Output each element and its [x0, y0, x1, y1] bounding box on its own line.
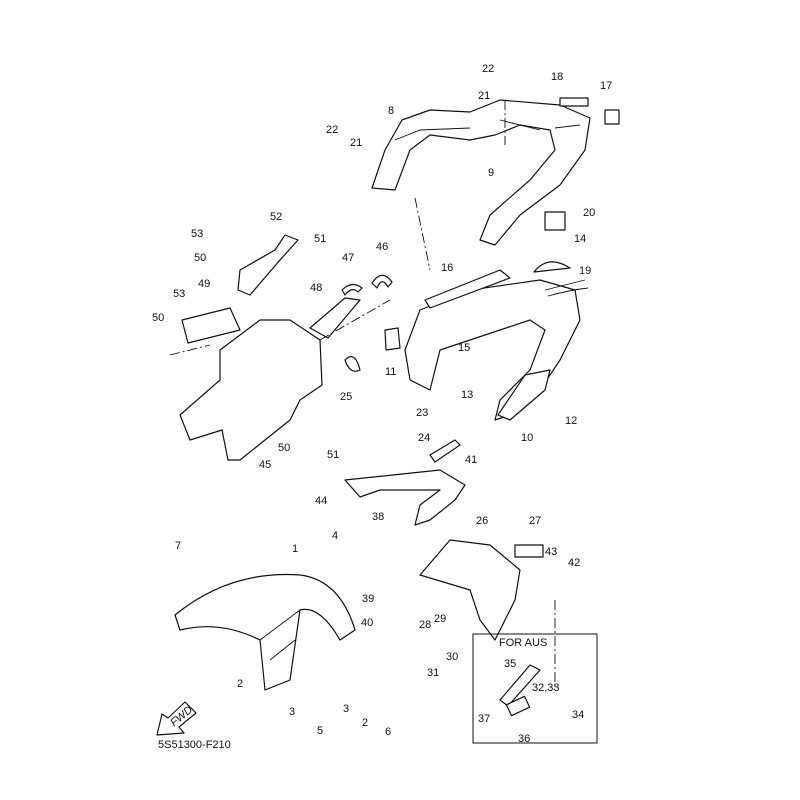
stay-part [344, 439, 466, 526]
rear-fender-bracket-part [179, 234, 393, 461]
callout-label: 6 [385, 726, 391, 738]
callout-label: 40 [361, 617, 373, 629]
callout-label: 2 [362, 717, 368, 729]
grab-bar-part [371, 97, 620, 246]
callout-label: 24 [418, 432, 430, 444]
callout-label: 42 [568, 557, 580, 569]
callout-label: 12 [565, 415, 577, 427]
callout-label: 21 [478, 90, 490, 102]
callout-label: 47 [342, 252, 354, 264]
callout-label: 21 [350, 137, 362, 149]
callout-label: 45 [259, 459, 271, 471]
callout-label: 26 [476, 515, 488, 527]
callout-label: 16 [441, 262, 453, 274]
callout-label: 29 [434, 613, 446, 625]
callout-label: 22 [482, 63, 494, 75]
callout-label: 3 [343, 703, 349, 715]
callout-label: 35 [504, 658, 516, 670]
callout-label: 3 [289, 706, 295, 718]
callout-label: 13 [461, 389, 473, 401]
callout-label: 9 [488, 167, 494, 179]
diagram-code: 5S51300-F210 [158, 739, 231, 751]
fwd-arrow-icon: FWD [156, 701, 197, 736]
callout-label: 39 [362, 593, 374, 605]
callout-label: 46 [376, 241, 388, 253]
callout-label: 50 [278, 442, 290, 454]
callout-label: 37 [478, 713, 490, 725]
callout-label: 20 [583, 207, 595, 219]
callout-label: 14 [574, 233, 586, 245]
callout-label: 31 [427, 667, 439, 679]
callout-label: 44 [315, 495, 327, 507]
callout-label: 38 [372, 511, 384, 523]
callout-label: 49 [198, 278, 210, 290]
callout-label: 10 [521, 432, 533, 444]
callout-label: 5 [317, 725, 323, 737]
callout-label: 48 [310, 282, 322, 294]
callout-label: 27 [529, 515, 541, 527]
callout-label: 52 [270, 211, 282, 223]
callout-label: 50 [194, 252, 206, 264]
callout-label: 23 [416, 407, 428, 419]
callout-label: 36 [518, 733, 530, 745]
callout-label: 17 [600, 80, 612, 92]
callout-label: 15 [458, 342, 470, 354]
callout-label: 34 [572, 709, 584, 721]
callout-label: 51 [314, 233, 326, 245]
callout-label: 30 [446, 651, 458, 663]
callout-label: 28 [419, 619, 431, 631]
callout-label: 25 [340, 391, 352, 403]
license-bracket-part [419, 539, 544, 641]
front-fender-part [174, 573, 356, 691]
callout-label: 53 [191, 228, 203, 240]
callout-label: 53 [173, 288, 185, 300]
callout-label: 1 [292, 543, 298, 555]
callout-label: 32,33 [532, 682, 560, 694]
callout-label: 11 [385, 366, 396, 378]
callout-label: 51 [327, 449, 339, 461]
callout-label: 2 [237, 678, 243, 690]
callout-label: 7 [175, 540, 181, 552]
callout-label: 50 [152, 312, 164, 324]
callout-label: 4 [332, 530, 338, 542]
callout-label: 41 [465, 454, 477, 466]
callout-label: 22 [326, 124, 338, 136]
for-aus-inset-box [472, 633, 598, 744]
callout-label: 19 [579, 265, 591, 277]
aus-bracket-part [499, 664, 541, 717]
side-cover-part [384, 261, 589, 421]
callout-label: 43 [545, 546, 557, 558]
callout-label: 18 [551, 71, 563, 83]
inset-title: FOR AUS [499, 637, 547, 649]
callout-label: 8 [388, 105, 394, 117]
